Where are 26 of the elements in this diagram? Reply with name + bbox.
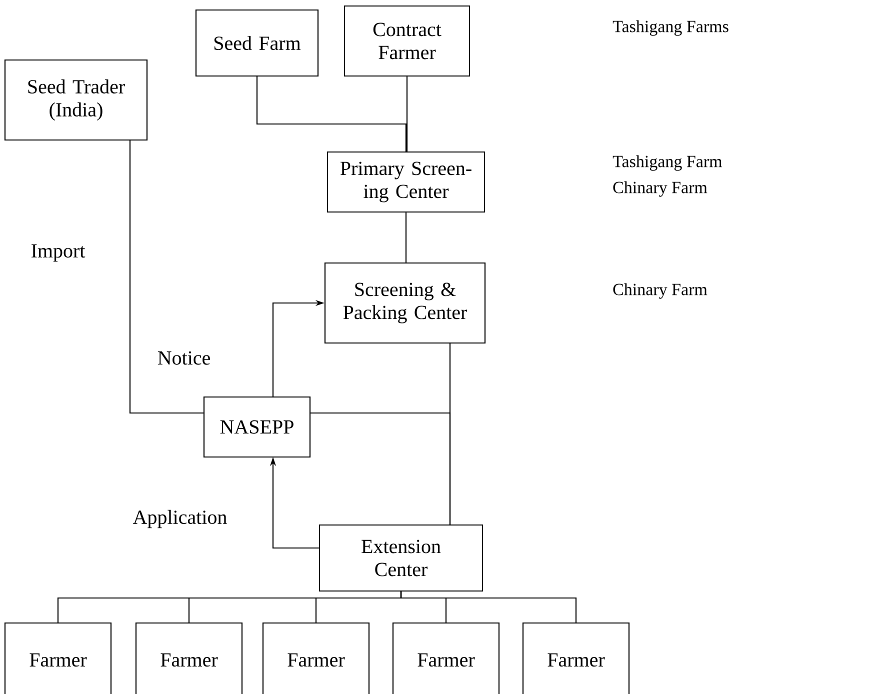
farmer-box: Farmer: [392, 622, 500, 694]
connector: [310, 412, 451, 524]
edge-label: Application: [132, 510, 227, 528]
extension-box: Extension Center: [318, 524, 484, 592]
trader-box: Seed Trader (India): [4, 59, 148, 141]
agency-box: NASEPP: [203, 396, 311, 458]
edge-label: Import: [32, 244, 86, 262]
connector: [256, 76, 407, 152]
connector: [400, 592, 577, 622]
farmer-box: Farmer: [522, 622, 630, 694]
connector: [129, 140, 204, 414]
farmer-box: Farmer: [262, 622, 370, 694]
edge-label: Notice: [158, 351, 210, 365]
farm-box: Contract Farmer: [344, 5, 470, 77]
site-label: Tashigang Farms: [612, 20, 728, 36]
screening-box: Primary Screen- ing Center: [326, 151, 486, 213]
connector: [405, 212, 407, 262]
site-label: Chinary Farm: [613, 283, 708, 299]
farm-box: Seed Farm: [195, 9, 319, 77]
screening-box: Screening & Packing Center: [324, 262, 486, 344]
site-label: Tashigang Farm: [612, 155, 722, 171]
farmer-box: Farmer: [4, 622, 112, 694]
farmer-box: Farmer: [135, 622, 243, 694]
connector: [449, 343, 451, 525]
connector: [406, 76, 408, 152]
site-label: Chinary Farm: [613, 181, 708, 197]
